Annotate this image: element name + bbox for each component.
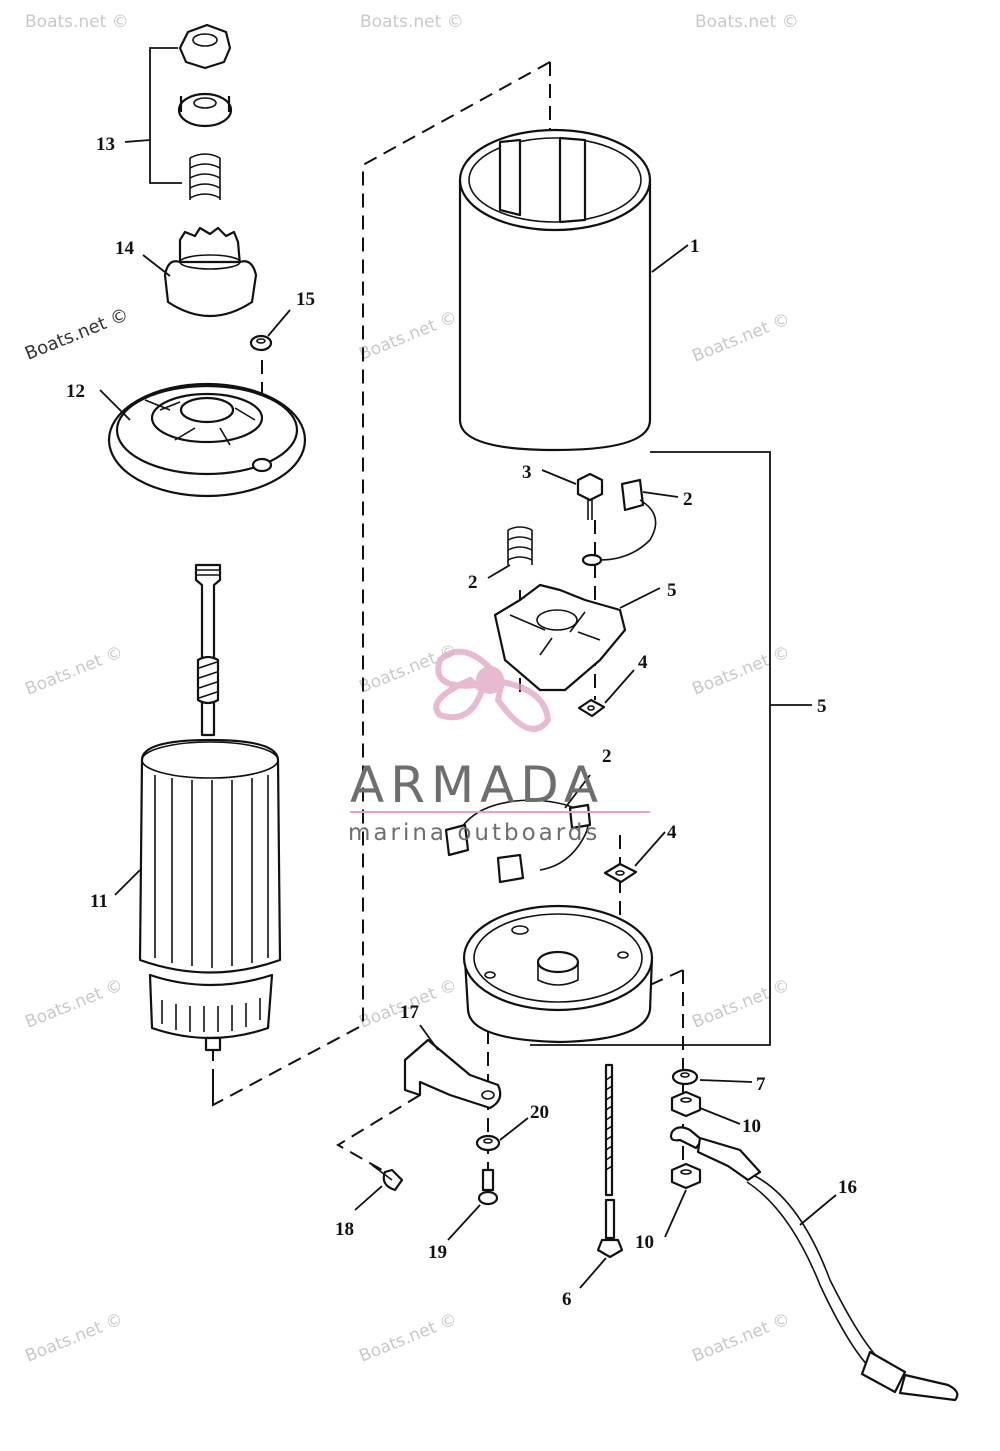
callout-3: 3 xyxy=(522,462,532,483)
brand-tagline: marina outboards xyxy=(348,820,600,846)
watermark: Boats.net © xyxy=(22,1309,126,1366)
callout-17: 17 xyxy=(400,1002,420,1023)
assembly-bracket xyxy=(530,451,812,1046)
callout-19: 19 xyxy=(428,1242,447,1263)
mounting-bracket xyxy=(403,1038,502,1110)
callout-5: 5 xyxy=(667,580,677,601)
watermark: Boats.net © xyxy=(689,975,793,1032)
watermark: Boats.net © xyxy=(360,12,464,32)
callout-20: 20 xyxy=(530,1102,549,1123)
callout-10: 10 xyxy=(742,1116,761,1137)
watermark: Boats.net © xyxy=(689,1309,793,1366)
leader-lines xyxy=(99,244,837,1289)
callout-1: 1 xyxy=(690,236,700,257)
callout-15: 15 xyxy=(296,289,315,310)
watermark: Boats.net © xyxy=(22,975,126,1032)
fasteners xyxy=(371,1063,702,1259)
callout-2: 2 xyxy=(683,489,693,510)
watermark: Boats.net © xyxy=(25,12,129,32)
callout-11: 11 xyxy=(90,891,108,912)
callout-2: 2 xyxy=(468,572,478,593)
callout-2: 2 xyxy=(602,746,612,767)
callout-13: 13 xyxy=(96,134,115,155)
watermark: Boats.net © xyxy=(689,309,793,366)
watermark: Boats.net © xyxy=(22,642,126,699)
watermark-layer: Boats.net © Boats.net © Boats.net © Boat… xyxy=(22,12,799,1367)
callout-6: 6 xyxy=(562,1289,572,1310)
field-frame-housing xyxy=(458,128,652,452)
watermark: Boats.net © xyxy=(356,640,460,697)
drive-pinion xyxy=(163,226,258,318)
battery-cable xyxy=(669,1126,959,1402)
callout-14: 14 xyxy=(115,238,135,259)
brush-holder-assembly xyxy=(493,472,657,718)
watermark: Boats.net © xyxy=(689,642,793,699)
armature xyxy=(138,563,282,1052)
propeller-logo-icon xyxy=(433,648,552,732)
callout-18: 18 xyxy=(335,1219,354,1240)
pinion-nut-washer-spring xyxy=(124,23,233,200)
callout-5: 5 xyxy=(817,696,827,717)
callout-7: 7 xyxy=(756,1074,766,1095)
watermark: Boats.net © xyxy=(356,307,460,364)
watermark: Boats.net © xyxy=(22,304,132,365)
callout-labels: 1 2 2 2 3 4 4 5 5 6 7 10 10 11 12 13 14 … xyxy=(66,134,857,1310)
brand-watermark: ARMADA marina outboards xyxy=(348,648,650,846)
brand-name: ARMADA xyxy=(350,756,604,814)
watermark: Boats.net © xyxy=(356,1309,460,1366)
brush-spring-clip xyxy=(444,799,638,884)
callout-10: 10 xyxy=(635,1232,654,1253)
watermark: Boats.net © xyxy=(695,12,799,32)
callout-4: 4 xyxy=(667,822,677,843)
small-nut xyxy=(249,334,273,352)
callout-16: 16 xyxy=(838,1177,857,1198)
end-cap xyxy=(107,382,307,498)
commutator-end-head xyxy=(462,904,654,1044)
callout-4: 4 xyxy=(638,652,648,673)
callout-12: 12 xyxy=(66,381,85,402)
